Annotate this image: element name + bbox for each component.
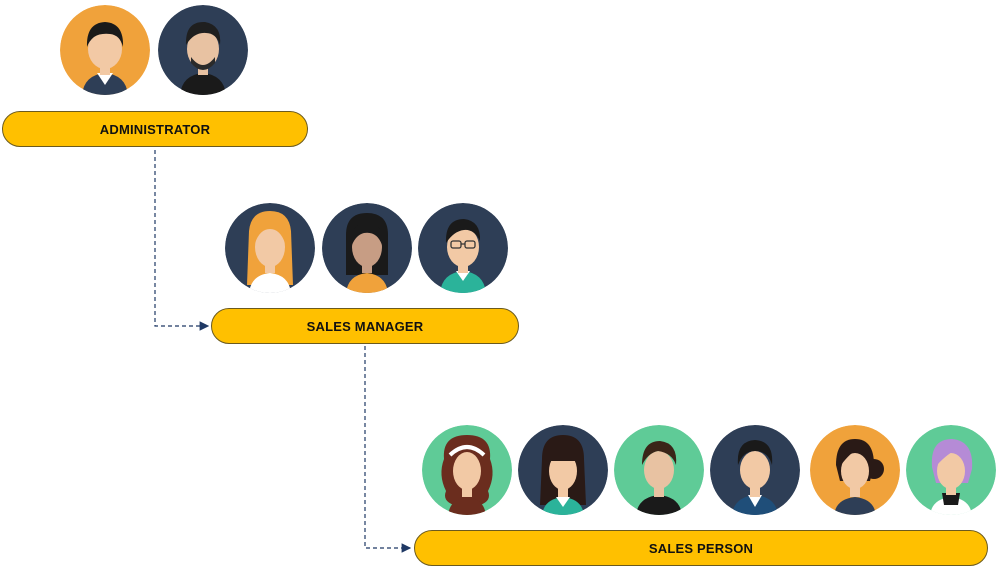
female-purple-hair-avatar-green-icon	[906, 425, 996, 515]
female-bun-avatar-orange-icon	[810, 425, 900, 515]
female-long-hair-avatar-navy-icon	[518, 425, 608, 515]
male-avatar-navy-icon	[710, 425, 800, 515]
role-label-sales-manager: SALES MANAGER	[307, 319, 424, 334]
connector-manager-to-person	[365, 346, 410, 548]
male-avatar-orange-icon	[60, 5, 150, 95]
role-bar-sales-manager[interactable]: SALES MANAGER	[211, 308, 519, 344]
female-blonde-avatar-navy-icon	[225, 203, 315, 293]
role-bar-administrator[interactable]: ADMINISTRATOR	[2, 111, 308, 147]
role-bar-sales-person[interactable]: SALES PERSON	[414, 530, 988, 566]
connector-admin-to-manager	[155, 150, 208, 326]
role-label-administrator: ADMINISTRATOR	[100, 122, 210, 137]
female-avatar-navy-icon	[322, 203, 412, 293]
male-bearded-avatar-navy-icon	[158, 5, 248, 95]
male-glasses-avatar-navy-icon	[418, 203, 508, 293]
male-avatar-green-icon	[614, 425, 704, 515]
female-curly-headband-avatar-green-icon	[422, 425, 512, 515]
role-label-sales-person: SALES PERSON	[649, 541, 753, 556]
